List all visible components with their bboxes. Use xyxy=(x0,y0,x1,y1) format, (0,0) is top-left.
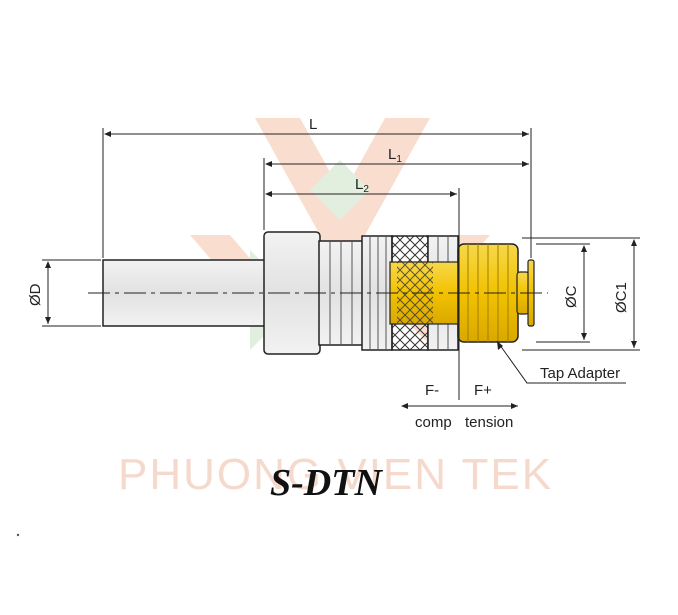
dim-L2-label: L2 xyxy=(355,176,369,195)
model-title: S-DTN xyxy=(270,462,383,504)
dim-L-label: L xyxy=(309,116,317,133)
stray-dot xyxy=(16,533,20,537)
dim-D-label: ØD xyxy=(27,283,44,306)
comp-label: comp xyxy=(415,414,452,431)
dim-C-label: ØC xyxy=(563,285,580,308)
extension-lines xyxy=(42,128,640,400)
dim-C1-label: ØC1 xyxy=(613,282,630,313)
f-plus-label: F+ xyxy=(474,382,492,399)
watermark-text: PHUONG VIEN TEK xyxy=(118,450,553,499)
f-minus-label: F- xyxy=(425,382,439,399)
tension-label: tension xyxy=(465,414,513,431)
callout-leader xyxy=(496,340,626,384)
tap-adapter-label: Tap Adapter xyxy=(540,365,620,382)
dim-L1-label: L1 xyxy=(388,146,402,165)
